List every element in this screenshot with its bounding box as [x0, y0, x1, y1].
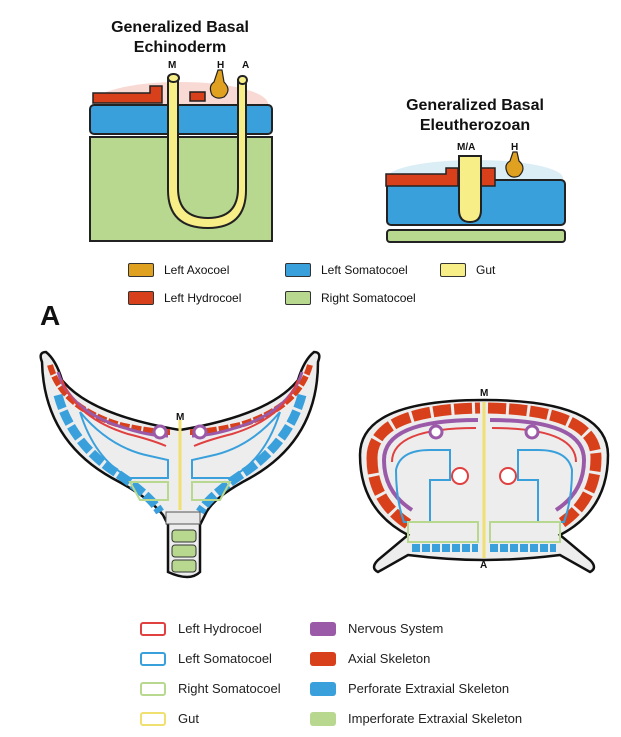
- left-right-somatocoel-r: [191, 481, 232, 501]
- legend2-label: Left Somatocoel: [178, 651, 272, 666]
- left-hydrocoel-r: [193, 379, 299, 447]
- left-section-label-m: M: [176, 412, 185, 423]
- legend-right-somatocoel: Right Somatocoel: [285, 291, 416, 305]
- legend2-gut: Gut: [140, 711, 199, 726]
- legend2-nervous-system: Nervous System: [310, 621, 443, 636]
- legend2-label: Right Somatocoel: [178, 681, 281, 696]
- legend2-axial-skeleton: Axial Skeleton: [310, 651, 430, 666]
- echinoderm-hydrocoel-right: [189, 91, 206, 102]
- right-section-label-m: M: [480, 388, 489, 399]
- echinoderm-diagram: [89, 69, 273, 242]
- eleutherozoan-title-line1: Generalized Basal: [406, 97, 544, 114]
- right-right-somatocoel-l: [407, 521, 479, 543]
- left-right-somatocoel-l: [128, 481, 169, 501]
- eleutherozoan-title: Generalized Basal Eleutherozoan: [380, 96, 570, 136]
- right-cross-section: [358, 398, 610, 574]
- legend-swatch: [285, 291, 311, 305]
- echinoderm-anus: [237, 75, 248, 85]
- echinoderm-left-hydrocoel: [92, 85, 163, 104]
- legend2-imperforate-extraxial: Imperforate Extraxial Skeleton: [310, 711, 522, 726]
- legend-label: Left Hydrocoel: [164, 291, 242, 305]
- eleutherozoan-axocoel: [505, 151, 524, 178]
- left-node-l: [152, 424, 168, 440]
- legend-left-hydrocoel: Left Hydrocoel: [128, 291, 241, 305]
- left-somatocoel-l: [79, 411, 169, 479]
- echinoderm-axocoel: [209, 69, 229, 99]
- legend-label: Left Somatocoel: [321, 263, 408, 277]
- legend2-label: Nervous System: [348, 621, 444, 636]
- legend-label: Left Axocoel: [164, 263, 230, 277]
- legend-left-somatocoel: Left Somatocoel: [285, 263, 408, 277]
- legend2-swatch: [140, 651, 166, 666]
- label-hydropore-2: H: [511, 142, 519, 153]
- legend-label: Right Somatocoel: [321, 291, 416, 305]
- label-anus: A: [242, 60, 250, 71]
- panel-label: A: [40, 300, 61, 331]
- right-podia-r: [499, 467, 517, 485]
- legend2-swatch: [140, 621, 166, 636]
- right-nervous-system: [382, 418, 587, 512]
- legend2-label: Axial Skeleton: [348, 651, 431, 666]
- legend2-label: Left Hydrocoel: [178, 621, 262, 636]
- right-somatocoel-l: [394, 449, 451, 523]
- right-axial-skeleton: [366, 402, 602, 529]
- legend-gut: Gut: [440, 263, 495, 277]
- legend-left-axocoel: Left Axocoel: [128, 263, 229, 277]
- legend2-left-hydrocoel: Left Hydrocoel: [140, 621, 262, 636]
- eleutherozoan-title-line2: Eleutherozoan: [419, 117, 531, 134]
- legend2-swatch: [310, 621, 336, 636]
- left-hydrocoel-l: [61, 379, 167, 447]
- right-hydrocoel: [391, 427, 577, 463]
- right-node-l: [428, 424, 444, 440]
- legend-swatch: [128, 263, 154, 277]
- legend2-right-somatocoel: Right Somatocoel: [140, 681, 281, 696]
- legend-label: Gut: [476, 263, 496, 277]
- eleutherozoan-diagram: [385, 151, 566, 243]
- right-podia-l: [451, 467, 469, 485]
- legend2-swatch: [140, 681, 166, 696]
- eleutherozoan-gut: [458, 155, 482, 224]
- eleutherozoan-right-somatocoel: [386, 229, 566, 243]
- right-section-label-a: A: [480, 560, 488, 571]
- echinoderm-title: Generalized Basal Echinoderm: [95, 18, 265, 58]
- echinoderm-title-line1: Generalized Basal: [111, 19, 249, 36]
- legend-swatch: [128, 291, 154, 305]
- label-hydropore: H: [217, 60, 225, 71]
- echinoderm-left-somatocoel: [89, 104, 273, 135]
- legend2-swatch: [310, 681, 336, 696]
- echinoderm-mouth: [167, 73, 180, 83]
- legend2-label: Perforate Extraxial Skeleton: [348, 681, 510, 696]
- legend2-label: Gut: [178, 711, 199, 726]
- left-columnal-1: [171, 529, 197, 543]
- left-cross-section: [39, 350, 321, 579]
- legend-swatch: [285, 263, 311, 277]
- legend2-left-somatocoel: Left Somatocoel: [140, 651, 272, 666]
- left-somatocoel-r: [191, 411, 281, 479]
- legend2-swatch: [140, 711, 166, 726]
- legend2-swatch: [310, 651, 336, 666]
- label-mouth: M: [168, 60, 177, 71]
- legend2-label: Imperforate Extraxial Skeleton: [348, 711, 523, 726]
- left-hatched-plate: [165, 511, 201, 525]
- legend2-swatch: [310, 711, 336, 726]
- legend2-perforate-extraxial: Perforate Extraxial Skeleton: [310, 681, 509, 696]
- right-node-r: [524, 424, 540, 440]
- eleutherozoan-hydrocoel-right: [479, 167, 496, 187]
- echinoderm-title-line2: Echinoderm: [133, 39, 227, 56]
- right-right-somatocoel-r: [489, 521, 561, 543]
- label-mouth-anus: M/A: [457, 142, 476, 153]
- left-node-r: [192, 424, 208, 440]
- right-somatocoel-r: [517, 449, 574, 523]
- left-columnal-2: [171, 544, 197, 558]
- left-columnal-3: [171, 559, 197, 573]
- legend-swatch: [440, 263, 466, 277]
